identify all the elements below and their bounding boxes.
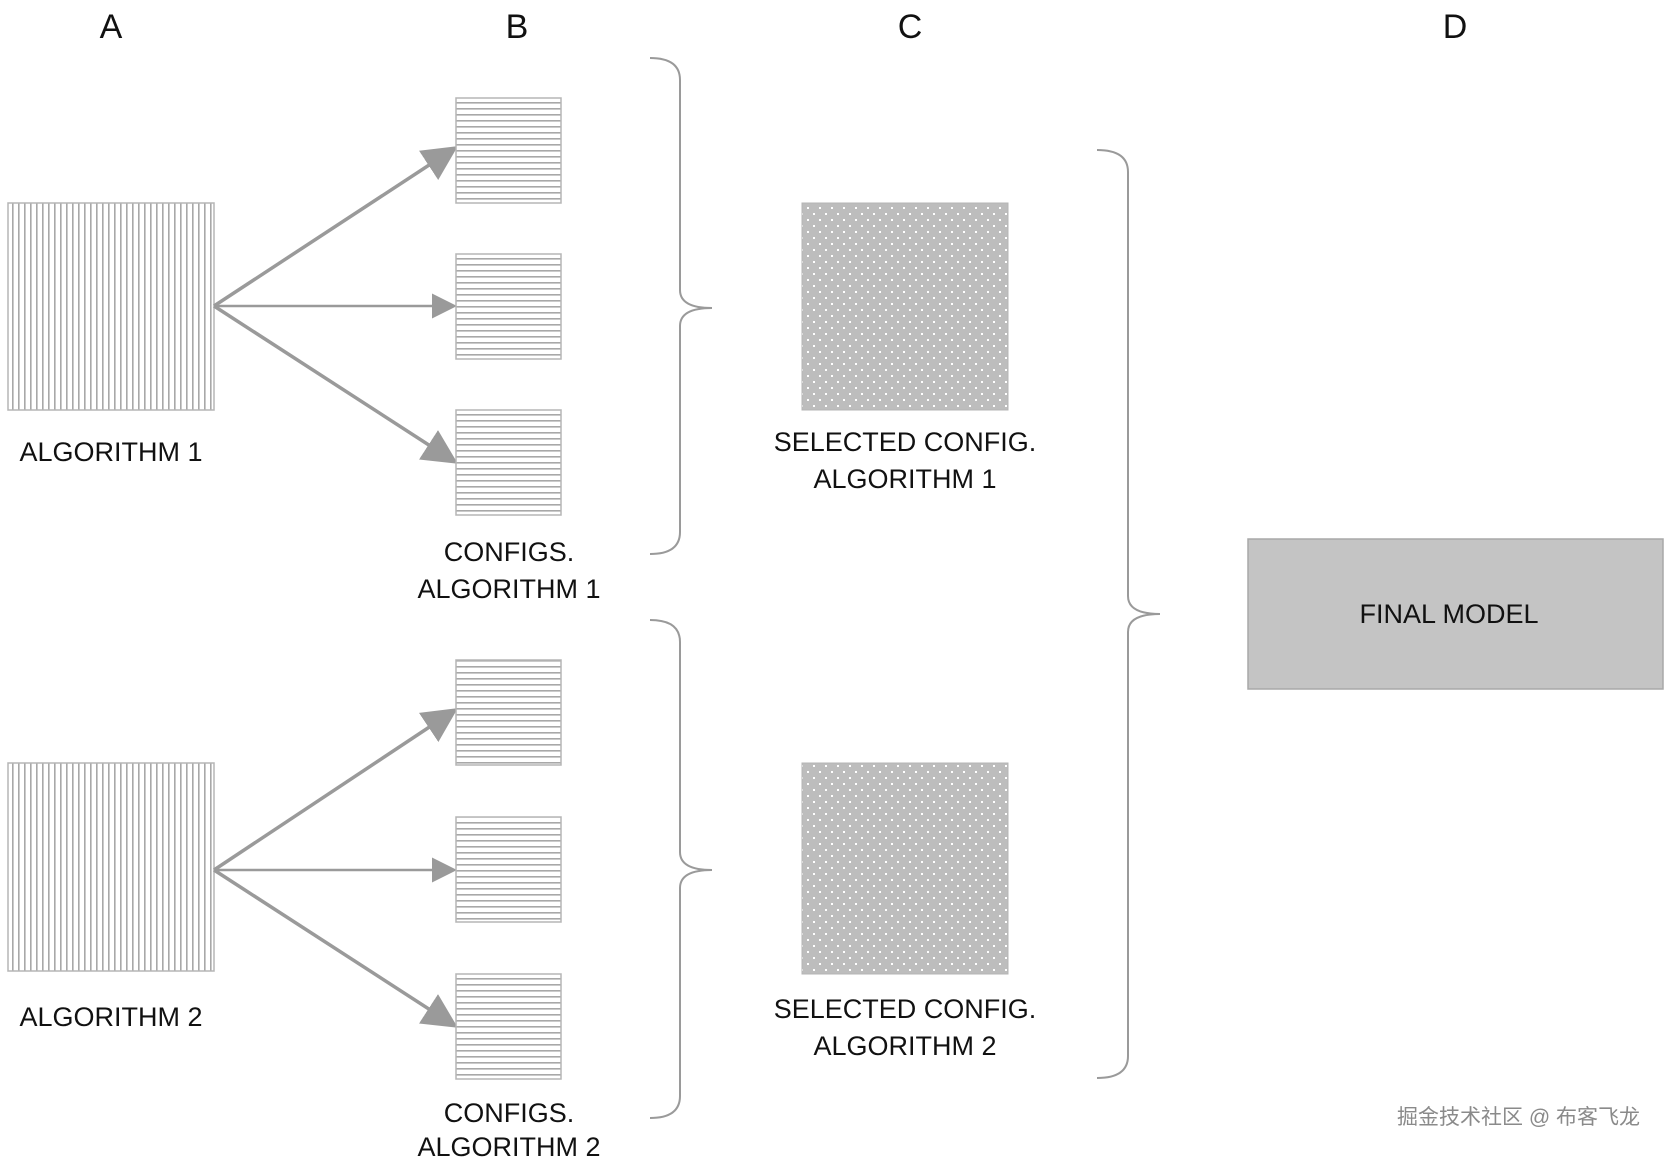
algorithm-1-selected-label-line2: ALGORITHM 1	[813, 464, 996, 494]
arrow-a1-to-config-3	[213, 304, 458, 464]
final-model-label: FINAL MODEL	[1359, 599, 1538, 629]
algorithm-1-configs-label-line1: CONFIGS.	[444, 537, 575, 567]
algorithm-1-config-block-1	[455, 97, 562, 204]
column-label-a: A	[100, 8, 123, 46]
algorithm-2-config-block-2	[455, 816, 562, 923]
algorithm-1-config-block-3	[455, 409, 562, 516]
algorithm-2-block	[7, 762, 215, 972]
algorithm-1-brace	[649, 57, 713, 555]
watermark-text: 掘金技术社区 @ 布客飞龙	[1397, 1106, 1640, 1129]
algorithm-1-group: ALGORITHM 1 CONFIGS. ALGORITHM 1 SELECTE…	[7, 57, 1037, 604]
arrow-a1-to-config-1	[213, 146, 458, 308]
algorithm-2-configs-label-line1: CONFIGS.	[444, 1098, 575, 1128]
algorithm-1-config-block-2	[455, 253, 562, 360]
algorithm-2-config-block-3	[455, 973, 562, 1080]
final-model-group: FINAL MODEL	[1247, 538, 1664, 690]
final-brace	[1096, 149, 1161, 1079]
algorithm-2-brace	[649, 619, 713, 1119]
algorithm-1-block	[7, 202, 215, 411]
algorithm-2-selected-label-line1: SELECTED CONFIG.	[774, 994, 1037, 1024]
algorithm-1-label: ALGORITHM 1	[19, 437, 202, 467]
algorithm-2-group: ALGORITHM 2 CONFIGS. ALGORITHM 2 SELECTE…	[7, 619, 1037, 1162]
algorithm-2-label: ALGORITHM 2	[19, 1002, 202, 1032]
arrow-a2-to-config-1	[213, 708, 458, 872]
column-label-b: B	[506, 8, 529, 46]
column-label-d: D	[1443, 8, 1468, 46]
algorithm-2-selected-config-block	[801, 762, 1009, 975]
final-model-box	[1247, 538, 1664, 690]
arrow-a2-to-config-3	[213, 868, 458, 1028]
column-label-c: C	[898, 8, 923, 46]
algorithm-1-selected-config-block	[801, 202, 1009, 411]
algorithm-1-selected-label-line1: SELECTED CONFIG.	[774, 427, 1037, 457]
algorithm-2-configs-label-line2: ALGORITHM 2	[417, 1132, 600, 1158]
algorithm-1-configs-label-line2: ALGORITHM 1	[417, 574, 600, 604]
algorithm-2-selected-label-line2: ALGORITHM 2	[813, 1031, 996, 1061]
algorithm-2-config-block-1	[455, 659, 562, 766]
